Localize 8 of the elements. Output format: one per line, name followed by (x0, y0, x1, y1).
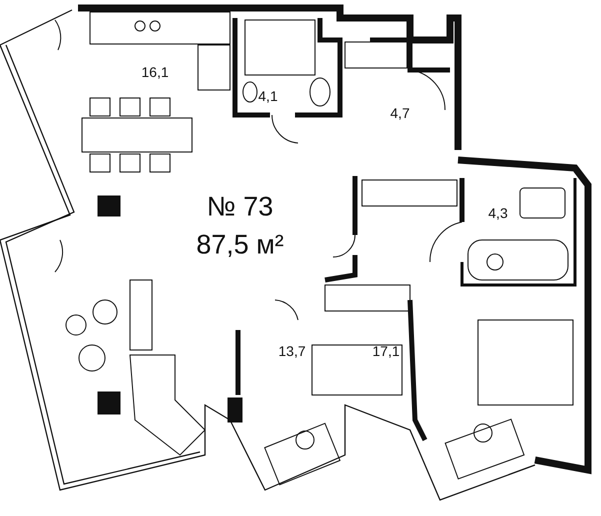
room-area-label: 4,3 (488, 205, 508, 221)
room-area-label: 4,1 (258, 88, 278, 104)
room-area-label: 17,1 (372, 343, 400, 359)
apartment-heading: 87,5 м² (196, 230, 284, 260)
room-area-label: 13,7 (278, 343, 306, 359)
apartment-heading: № 73 (206, 192, 274, 222)
room-area-label: 16,1 (141, 64, 169, 80)
room-area-label: 4,7 (390, 105, 410, 121)
